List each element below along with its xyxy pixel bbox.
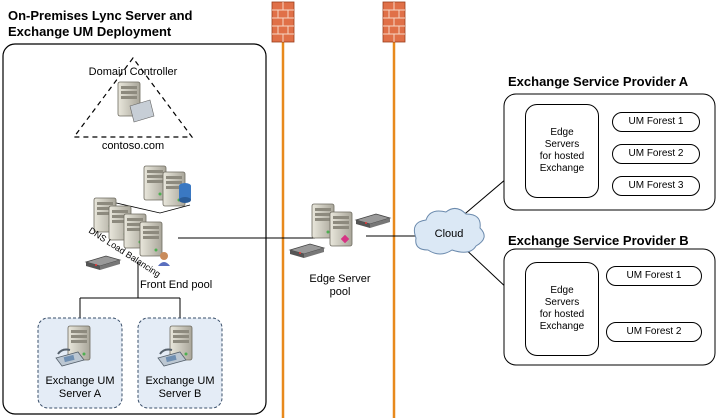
onprem-title: On-Premises Lync Server and Exchange UM … [8,8,268,40]
provider-b-title: Exchange Service Provider B [508,233,689,248]
onprem-title-line1: On-Premises Lync Server and [8,8,193,23]
onprem-title-line2: Exchange UM Deployment [8,24,172,39]
edge-servers [311,203,353,247]
router-icon [289,243,325,259]
database-icon [143,165,191,207]
front-end-servers [93,197,170,266]
user-icon [160,252,168,260]
um-server-b-box [137,317,223,409]
provider-b-um-forest-2: UM Forest 2 [606,322,702,342]
cloud-label: Cloud [434,228,464,240]
directory-icon [129,99,155,123]
front-end-pool-label: Front End pool [140,279,213,291]
um-server-b-label: Exchange UM Server B [145,375,215,400]
provider-a-title: Exchange Service Provider A [508,74,689,89]
domain-controller-label: Domain Controller [88,66,178,78]
domain-controller-zone [72,56,194,138]
router-icon [355,213,391,229]
provider-a-um-forest-3: UM Forest 3 [612,176,700,196]
edge-pool-label: Edge Server pool [309,273,371,298]
provider-a-um-forest-1: UM Forest 1 [612,112,700,132]
provider-a-edge-servers: Edge Servers for hosted Exchange [525,104,599,198]
firewall-icon [382,1,406,43]
domain-label: contoso.com [101,140,165,152]
provider-a-um-forest-2: UM Forest 2 [612,144,700,164]
cloud-icon [413,208,485,255]
provider-b-um-forest-1: UM Forest 1 [606,266,702,286]
um-server-a-box [37,317,123,409]
provider-b-edge-servers: Edge Servers for hosted Exchange [525,262,599,356]
firewall-icon [271,1,295,43]
um-server-a-label: Exchange UM Server A [45,375,115,400]
